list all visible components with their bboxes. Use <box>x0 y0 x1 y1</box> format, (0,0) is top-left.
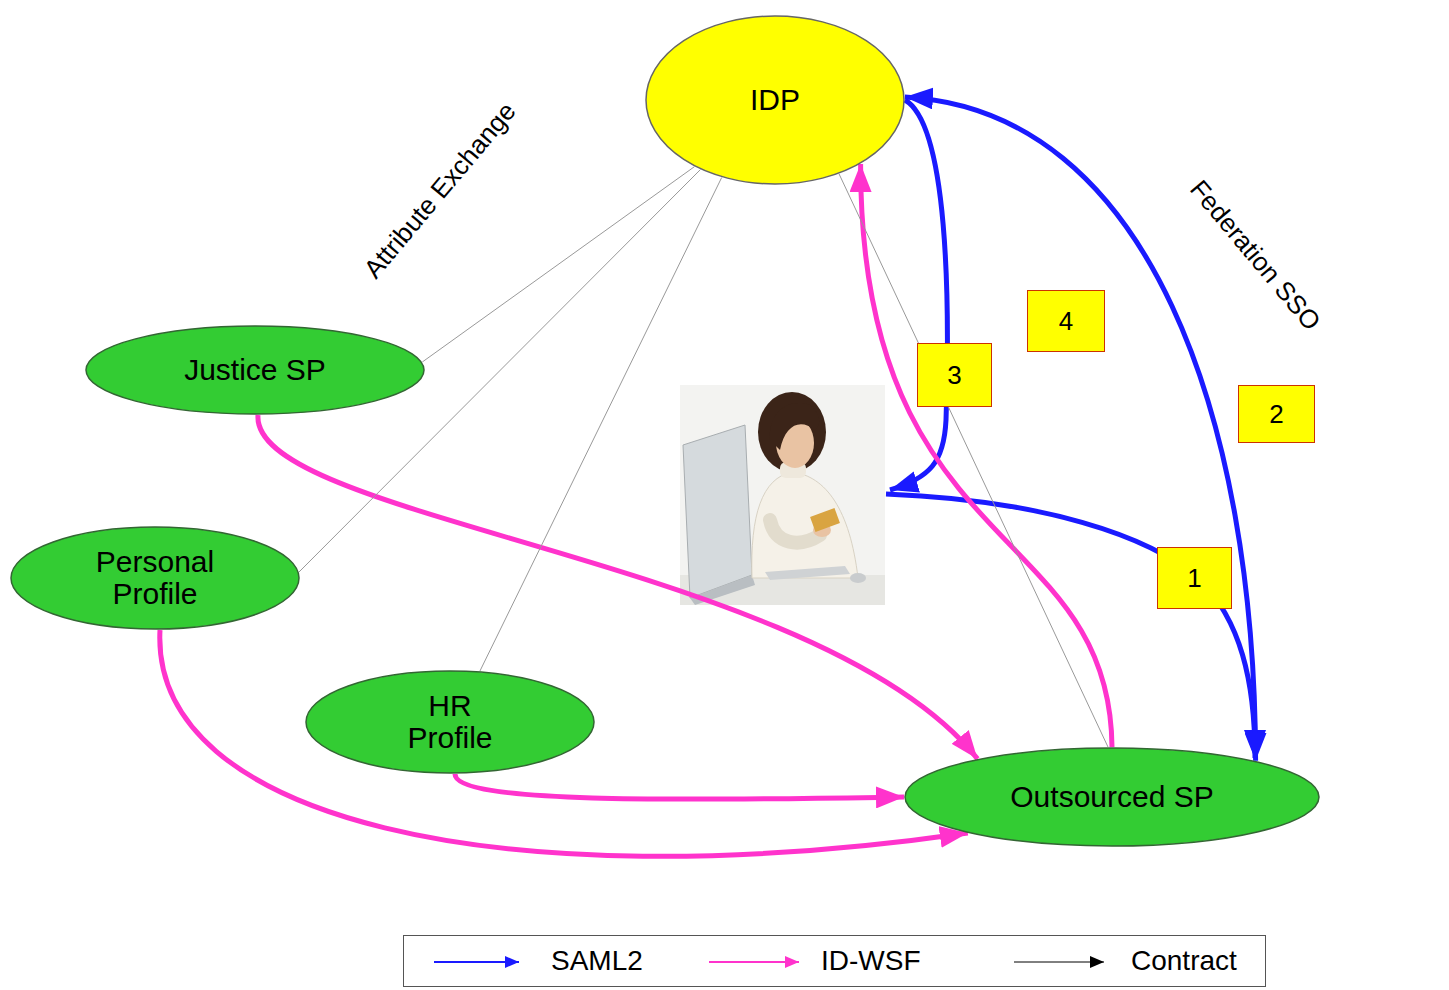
mouse <box>850 573 866 583</box>
legend-line <box>434 961 519 963</box>
node-label: Personal Profile <box>68 546 243 611</box>
callout-number: 4 <box>1027 290 1105 352</box>
legend-text: SAML2 <box>551 936 643 986</box>
node-label: IDP <box>750 84 800 116</box>
connector <box>160 630 968 856</box>
legend-text: ID-WSF <box>821 936 921 986</box>
node-label: Outsourced SP <box>1010 781 1213 813</box>
sweater <box>752 472 858 578</box>
legend-line <box>1014 962 1104 963</box>
service-ellipse: Personal Profile <box>10 526 300 630</box>
region-ellipse <box>0 0 985 934</box>
keyboard <box>765 566 850 580</box>
connector <box>839 174 1108 747</box>
node-ellipse <box>86 326 424 414</box>
callout-number: 2 <box>1238 385 1315 443</box>
credit-card <box>810 508 840 532</box>
legend-text: Contract <box>1131 936 1237 986</box>
connector <box>455 774 904 799</box>
person-photo <box>680 385 885 605</box>
service-ellipse: HR Profile <box>305 670 595 774</box>
monitor-base <box>690 575 755 605</box>
service-ellipse: Outsourced SP <box>904 747 1320 847</box>
callout-number: 1 <box>1157 547 1232 609</box>
connector <box>861 164 1112 747</box>
legend-line <box>709 961 799 963</box>
node-label: HR Profile <box>390 690 510 755</box>
node-ellipse <box>11 527 299 629</box>
region-label: Attribute Exchange <box>358 96 521 283</box>
legend-box: SAML2 ID-WSF Contract <box>403 935 1266 987</box>
connector <box>422 167 694 362</box>
node-ellipse <box>646 16 904 184</box>
callout-number: 3 <box>917 343 992 407</box>
monitor <box>683 425 752 598</box>
region-ellipse <box>625 0 1449 985</box>
hair-front <box>770 403 819 450</box>
node-ellipse <box>905 748 1319 846</box>
region-label: Federation SSO <box>1184 174 1326 335</box>
node-label: Justice SP <box>184 354 326 386</box>
service-ellipse: IDP <box>645 15 905 185</box>
hair <box>758 392 826 472</box>
saml-arrow <box>886 494 1255 758</box>
photo-ground <box>680 385 885 605</box>
connector <box>480 178 722 672</box>
service-ellipse: Justice SP <box>85 325 425 415</box>
node-ellipse <box>306 671 594 773</box>
